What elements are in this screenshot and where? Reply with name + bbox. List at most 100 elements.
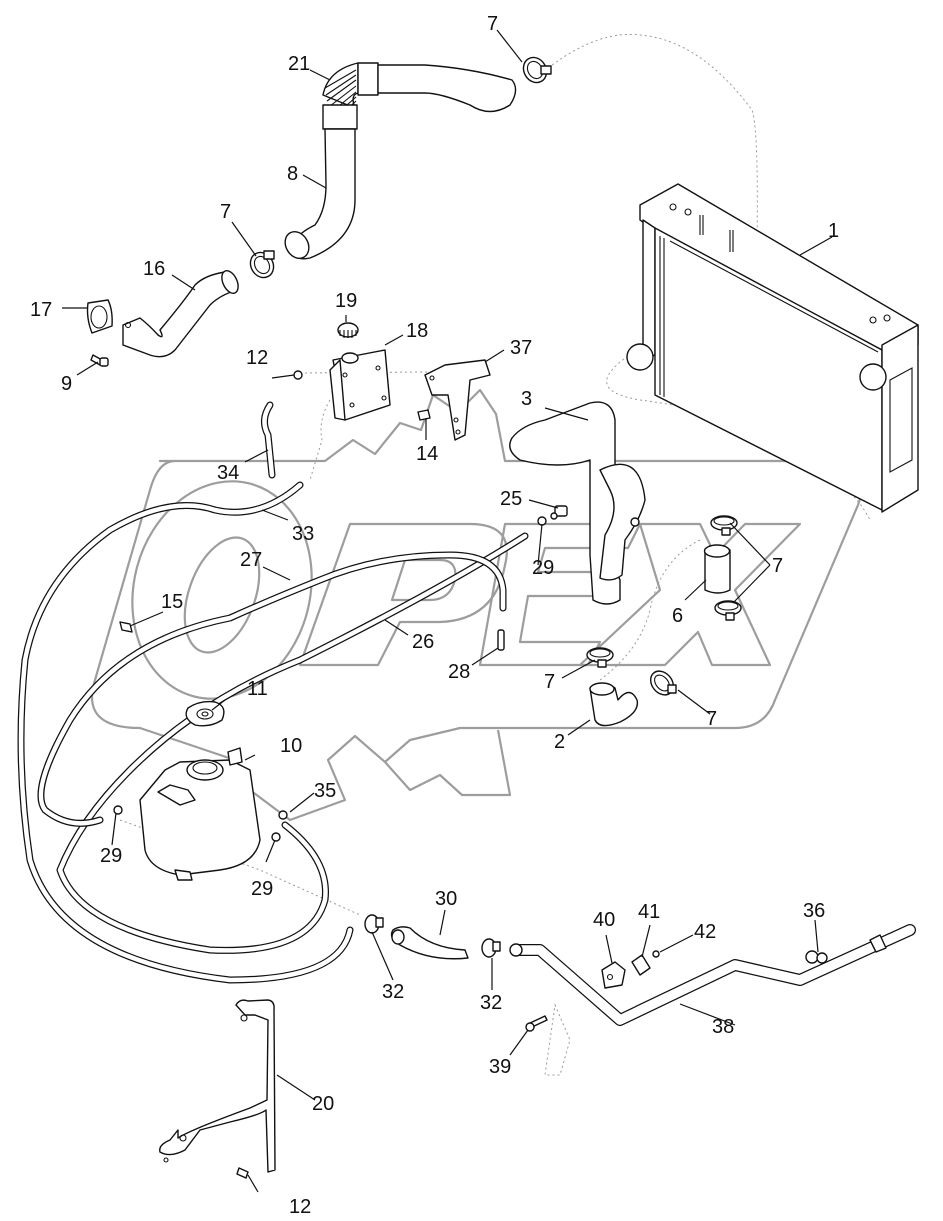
part-25-elbow-fitting bbox=[550, 505, 568, 520]
callout-20[interactable]: 20 bbox=[312, 1093, 334, 1115]
part-7-clamp-left bbox=[249, 250, 275, 279]
part-29-clip-left bbox=[113, 805, 123, 815]
callout-36[interactable]: 36 bbox=[803, 900, 825, 922]
callout-7-right[interactable]: 7 bbox=[706, 708, 717, 730]
callout-42[interactable]: 42 bbox=[694, 921, 716, 943]
part-16-outlet-pipe bbox=[122, 270, 239, 358]
callout-9[interactable]: 9 bbox=[61, 373, 72, 395]
callout-15[interactable]: 15 bbox=[161, 591, 183, 613]
callout-14[interactable]: 14 bbox=[416, 443, 438, 465]
callout-18[interactable]: 18 bbox=[406, 320, 428, 342]
part-8-upper-hose bbox=[284, 64, 517, 260]
part-33-overflow-hose bbox=[17, 481, 354, 984]
callout-28[interactable]: 28 bbox=[448, 661, 470, 683]
part-12-bolt-lower bbox=[236, 1167, 249, 1179]
part-20-support-bracket bbox=[159, 999, 276, 1173]
part-29-clip-center bbox=[271, 832, 281, 842]
callout-32-left[interactable]: 32 bbox=[382, 981, 404, 1003]
leader-lines bbox=[62, 29, 833, 1193]
part-7-clamp-right bbox=[649, 670, 677, 696]
callout-labels: 1 2 3 6 7 7 7 7 7 8 9 10 11 12 12 14 15 … bbox=[30, 13, 839, 1218]
part-7-clamp-upper-pair bbox=[710, 515, 738, 536]
callout-29-center[interactable]: 29 bbox=[251, 878, 273, 900]
callout-27[interactable]: 27 bbox=[240, 549, 262, 571]
part-36-fitting bbox=[805, 950, 828, 964]
callout-16[interactable]: 16 bbox=[143, 258, 165, 280]
callout-11[interactable]: 11 bbox=[247, 678, 268, 700]
part-41-clamp-plate bbox=[631, 954, 651, 976]
callout-19[interactable]: 19 bbox=[335, 290, 357, 312]
part-32-clamp-left bbox=[364, 914, 384, 934]
callout-39[interactable]: 39 bbox=[489, 1056, 511, 1078]
watermark-letter-o-outer bbox=[131, 480, 313, 700]
radiator-inlet-left bbox=[626, 343, 654, 371]
part-12-bolt-upper bbox=[293, 370, 303, 380]
part-26-vent-hose bbox=[37, 551, 507, 827]
part-17-gasket bbox=[86, 299, 113, 334]
callout-25[interactable]: 25 bbox=[500, 488, 522, 510]
assembly-line-tank bbox=[309, 399, 331, 481]
part-37-bracket bbox=[424, 359, 491, 441]
callout-26[interactable]: 26 bbox=[412, 631, 434, 653]
callout-12-lower[interactable]: 12 bbox=[289, 1196, 311, 1218]
part-18-deaeration-tank bbox=[329, 349, 391, 421]
callout-1[interactable]: 1 bbox=[828, 220, 839, 242]
callout-3[interactable]: 3 bbox=[521, 388, 532, 410]
part-39-bolt bbox=[525, 1003, 571, 1076]
callout-7-pair[interactable]: 7 bbox=[772, 555, 783, 577]
callout-29-upper[interactable]: 29 bbox=[532, 557, 554, 579]
callout-30[interactable]: 30 bbox=[435, 888, 457, 910]
part-14-bolt bbox=[417, 409, 431, 421]
radiator-inlet-right bbox=[859, 363, 887, 391]
part-30-hose bbox=[390, 926, 469, 960]
callout-37[interactable]: 37 bbox=[510, 337, 532, 359]
callout-7-left[interactable]: 7 bbox=[220, 201, 231, 223]
part-42-nut bbox=[652, 950, 660, 958]
part-15-hose-clip bbox=[119, 621, 133, 633]
callout-8[interactable]: 8 bbox=[287, 163, 298, 185]
watermark-logo bbox=[90, 388, 864, 822]
part-1-radiator bbox=[626, 183, 919, 513]
part-3-radiator-hose bbox=[509, 401, 646, 605]
assembly-line-clamps bbox=[599, 539, 701, 681]
part-2-elbow-hose bbox=[589, 682, 639, 727]
callout-33[interactable]: 33 bbox=[292, 523, 314, 545]
part-34-hose bbox=[261, 401, 276, 479]
part-10-expansion-tank bbox=[139, 747, 261, 881]
callout-40[interactable]: 40 bbox=[593, 909, 615, 931]
callout-34[interactable]: 34 bbox=[217, 462, 239, 484]
watermark-letter-o-inner bbox=[183, 536, 261, 654]
hose-8-opening bbox=[284, 230, 310, 260]
callout-21[interactable]: 21 bbox=[288, 53, 310, 75]
part-28-fitting bbox=[497, 629, 505, 651]
callout-2[interactable]: 2 bbox=[554, 731, 565, 753]
callout-6[interactable]: 6 bbox=[672, 605, 683, 627]
part-29-clip-upper bbox=[537, 516, 547, 526]
callout-29-left[interactable]: 29 bbox=[100, 845, 122, 867]
part-21-flexible-elbow bbox=[322, 62, 379, 130]
part-32-clamp-right bbox=[481, 938, 501, 958]
callout-7-mid[interactable]: 7 bbox=[544, 671, 555, 693]
callout-10[interactable]: 10 bbox=[280, 735, 302, 757]
callout-35[interactable]: 35 bbox=[314, 780, 336, 802]
part-7-clamp-mid bbox=[586, 647, 614, 668]
part-27-vent-hose bbox=[56, 532, 529, 954]
part-38-metal-tube bbox=[509, 924, 916, 1026]
callout-12-upper[interactable]: 12 bbox=[246, 347, 268, 369]
part-35-hose-clip bbox=[278, 810, 288, 820]
callout-41[interactable]: 41 bbox=[638, 901, 660, 923]
callout-38[interactable]: 38 bbox=[712, 1016, 734, 1038]
assembly-line-radiator bbox=[606, 355, 871, 521]
watermark-gear-lower bbox=[384, 729, 512, 797]
part-6-straight-hose bbox=[703, 544, 731, 594]
watermark-gear bbox=[90, 388, 864, 822]
part-7-clamp-lower-pair bbox=[714, 600, 742, 621]
callout-32-right[interactable]: 32 bbox=[480, 992, 502, 1014]
part-7-clamp-top bbox=[522, 56, 552, 84]
part-40-clamp-block bbox=[601, 961, 626, 989]
part-9-bolt bbox=[90, 354, 109, 367]
part-19-cap bbox=[337, 322, 359, 338]
callout-17[interactable]: 17 bbox=[30, 299, 52, 321]
callout-7-top[interactable]: 7 bbox=[487, 13, 498, 35]
